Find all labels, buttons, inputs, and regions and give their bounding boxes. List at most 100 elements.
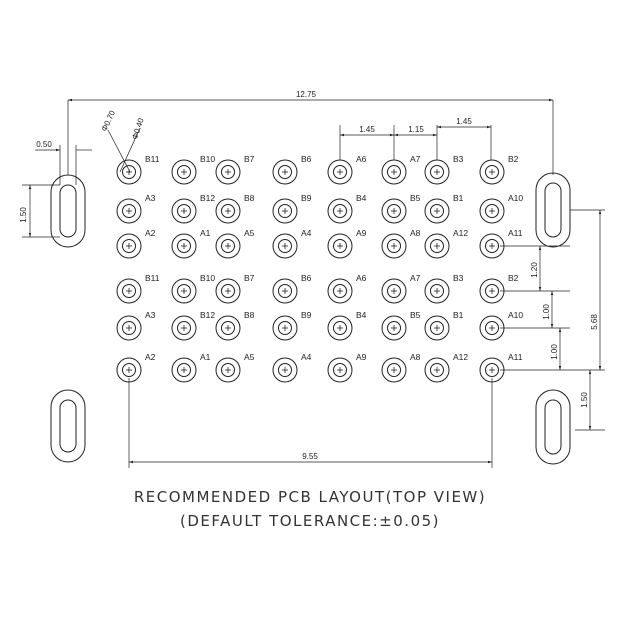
pad: A2	[116, 228, 156, 259]
pad: A6	[327, 273, 367, 304]
pad: A3	[116, 193, 156, 224]
pad: B4	[327, 193, 367, 224]
pad-label: A5	[244, 228, 255, 238]
pad-label: A6	[356, 154, 367, 164]
pad-label: A5	[244, 352, 255, 362]
dim-pitch-c: 1.45	[456, 117, 472, 126]
pad-label: B8	[244, 193, 255, 203]
dim-span-vertical: 5.68	[590, 314, 599, 330]
pad: A8	[381, 228, 421, 259]
dim-outer-diameter: Φ0.70	[100, 109, 118, 133]
pad-label: B6	[301, 154, 312, 164]
pad: A8	[381, 352, 421, 383]
pad: B1	[424, 310, 464, 341]
pad: B5	[381, 193, 421, 224]
pad-label: B4	[356, 193, 367, 203]
pad-label: B5	[410, 310, 421, 320]
pad-label: B2	[508, 154, 519, 164]
pad-label: B6	[301, 273, 312, 283]
pad-label: A9	[356, 352, 367, 362]
pad-label: B3	[453, 154, 464, 164]
pad: A11	[479, 352, 523, 383]
pad-label: B2	[508, 273, 519, 283]
dim-overall-width: 12.75	[296, 90, 317, 99]
dim-row-pitch-1: 1.00	[542, 304, 551, 320]
pad: B11	[116, 154, 160, 185]
pad: B10	[171, 154, 215, 185]
pad: B3	[424, 273, 464, 304]
pad: A7	[381, 154, 421, 185]
dim-pad-span: 9.55	[302, 452, 318, 461]
pad: B6	[272, 154, 312, 185]
pad: B12	[171, 310, 215, 341]
pad: B9	[272, 310, 312, 341]
pad-label: B8	[244, 310, 255, 320]
pad-label: A3	[145, 193, 156, 203]
dim-slot-length-left: 1.50	[19, 207, 28, 223]
pad: A4	[272, 228, 312, 259]
pad: B7	[215, 154, 255, 185]
pad: B2	[479, 273, 519, 304]
dim-row-gap-top: 1.20	[530, 262, 539, 278]
pad: A7	[381, 273, 421, 304]
dimension-lines	[22, 98, 605, 468]
pad-label: A1	[200, 228, 211, 238]
pad-label: A1	[200, 352, 211, 362]
pad-label: A8	[410, 228, 421, 238]
pad-label: B7	[244, 154, 255, 164]
pad: A4	[272, 352, 312, 383]
dim-row-pitch-2: 1.00	[550, 344, 559, 360]
pad-label: A7	[410, 154, 421, 164]
pad: B5	[381, 310, 421, 341]
pad: B6	[272, 273, 312, 304]
pad-label: A4	[301, 352, 312, 362]
pad-label: B11	[145, 154, 160, 164]
pad: B8	[215, 310, 255, 341]
dim-pitch-b: 1.15	[408, 125, 424, 134]
caption-subtitle: (DEFAULT TOLERANCE:±0.05)	[179, 512, 441, 530]
pad-label: A4	[301, 228, 312, 238]
pad-label: A7	[410, 273, 421, 283]
pad: A9	[327, 228, 367, 259]
pad: A6	[327, 154, 367, 185]
pad: B7	[215, 273, 255, 304]
pad-label: B9	[301, 310, 312, 320]
pad-label: B3	[453, 273, 464, 283]
pad-label: B7	[244, 273, 255, 283]
pad-label: B1	[453, 310, 464, 320]
pad: A10	[479, 310, 523, 341]
pad-label: B10	[200, 154, 215, 164]
pad: A11	[479, 228, 523, 259]
dim-slot-length-right: 1.50	[580, 392, 589, 408]
pad: B1	[424, 193, 464, 224]
pad: B3	[424, 154, 464, 185]
pad: A12	[424, 228, 468, 259]
pad-label: A8	[410, 352, 421, 362]
pad-label: B1	[453, 193, 464, 203]
pad: A2	[116, 352, 156, 383]
pad: A3	[116, 310, 156, 341]
pad: A10	[479, 193, 523, 224]
slot-bottom-right	[535, 389, 571, 465]
slot-bottom-left	[50, 389, 86, 463]
pad-label: A6	[356, 273, 367, 283]
pad: A1	[171, 228, 211, 259]
pad: A9	[327, 352, 367, 383]
pad: A5	[215, 352, 255, 383]
pad-label: B10	[200, 273, 215, 283]
pad: B8	[215, 193, 255, 224]
dim-slot-width: 0.50	[36, 140, 52, 149]
pad: A1	[171, 352, 211, 383]
pad-label: A11	[508, 352, 523, 362]
pad: A5	[215, 228, 255, 259]
pad-label: A3	[145, 310, 156, 320]
pad: B9	[272, 193, 312, 224]
pad: B10	[171, 273, 215, 304]
pad-label: A10	[508, 193, 523, 203]
pad-label: A12	[453, 352, 468, 362]
caption-title: RECOMMENDED PCB LAYOUT(TOP VIEW)	[133, 488, 487, 506]
pad-label: B9	[301, 193, 312, 203]
pad-label: A2	[145, 352, 156, 362]
